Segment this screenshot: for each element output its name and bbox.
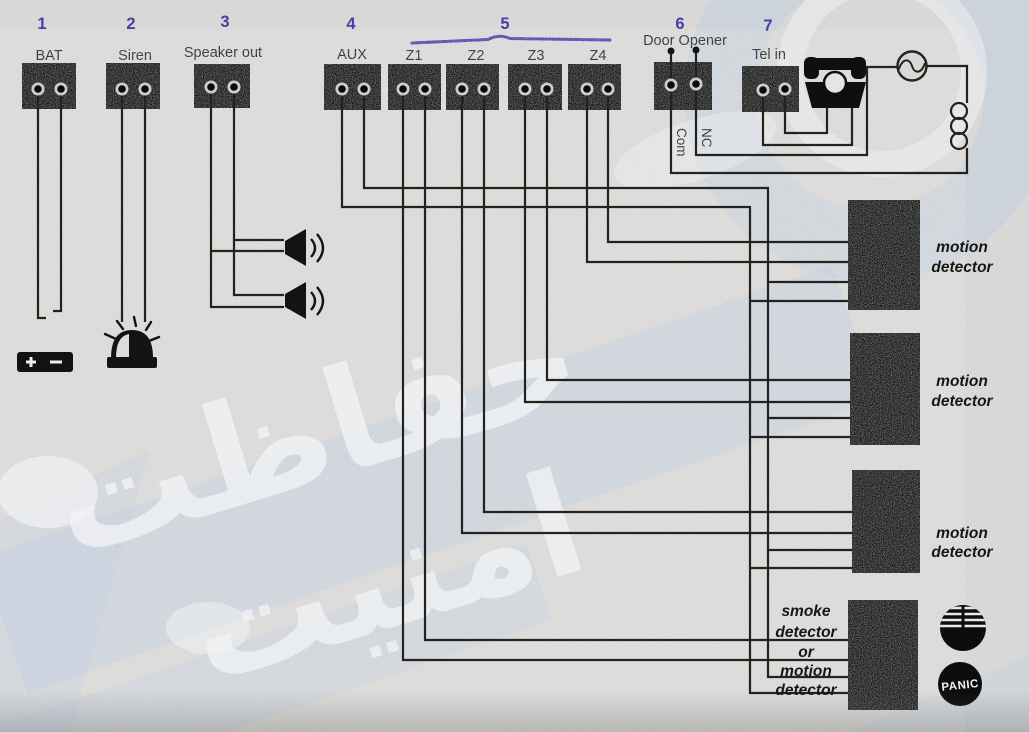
number-4: 4 (346, 15, 356, 33)
wire-z3-right (545, 89, 850, 382)
watermark-blob (166, 602, 250, 654)
smoke-detector-icon (940, 605, 986, 651)
number-1: 1 (37, 15, 46, 33)
label-z3: Z3 (528, 48, 545, 64)
wire-aux-left-bus (340, 89, 852, 695)
wire-com (669, 85, 969, 175)
terminal-screws (31, 46, 792, 97)
wire-z4-right (606, 89, 848, 244)
wire-line-to-coil (927, 64, 969, 103)
wire-nc (694, 65, 897, 157)
number-2: 2 (126, 15, 135, 33)
coil-loop (949, 131, 969, 151)
watermark-blue-band (0, 265, 879, 732)
number-7: 7 (763, 17, 772, 35)
wire-bat-left (36, 89, 46, 320)
label-speaker-out: Speaker out (184, 45, 262, 61)
motion-detector-2-label-line2: detector (931, 393, 993, 410)
wire-z3-left (523, 89, 850, 404)
wire-speaker-left (209, 87, 284, 309)
label-tel-in: Tel in (752, 47, 786, 63)
label-z4: Z4 (590, 48, 607, 64)
smoke-detector-label-line2: detector (775, 624, 837, 641)
watermark-blob (0, 456, 98, 528)
telephone-icon (804, 57, 866, 108)
number-6: 6 (675, 15, 684, 33)
motion-detector-2-label-line1: motion (936, 373, 988, 390)
ac-source-icon (896, 50, 928, 82)
number-5: 5 (500, 15, 509, 33)
label-z2: Z2 (468, 48, 485, 64)
label-nc: NC (699, 128, 714, 148)
smoke-detector-label-line3: or (798, 644, 814, 661)
motion-detector-3-label-line2: detector (931, 544, 993, 561)
number-3: 3 (220, 13, 229, 31)
siren-icon (103, 315, 161, 368)
wire-z1-right (423, 89, 848, 642)
wires (36, 50, 969, 695)
motion-detector-1-label-line2: detector (931, 259, 993, 276)
terminal-labels: BAT Siren Speaker out AUX Z1 Z2 Z3 Z4 Do… (35, 33, 785, 64)
speaker-icon-top (285, 229, 325, 266)
section-numbers: 1 2 3 4 5 6 7 (37, 13, 772, 35)
smoke-detector-label-line1: smoke (781, 603, 830, 620)
zones-bracket (410, 34, 612, 45)
label-bat: BAT (35, 48, 62, 64)
wire-z2-left (460, 89, 852, 535)
wire-z4-left (585, 89, 848, 264)
screw-centers (34, 46, 789, 94)
motion-detector-1-label-line1: motion (936, 239, 988, 256)
wire-tel-right (783, 89, 829, 135)
door-wire-dot-right (692, 46, 700, 54)
wire-aux-right-bus (362, 89, 852, 679)
wire-z1-left (401, 89, 848, 662)
label-aux: AUX (337, 47, 367, 63)
wire-tel-left (761, 90, 854, 147)
smoke-detector-label-line4: motion (780, 663, 832, 680)
label-z1: Z1 (406, 48, 423, 64)
label-door-opener: Door Opener (643, 33, 727, 49)
speaker-icon-bottom (285, 282, 325, 319)
screw-halos (31, 77, 792, 97)
panic-button-label: PANIC (941, 678, 979, 694)
wire-speaker-right (232, 87, 284, 297)
page-bottom-shadow (0, 690, 1029, 732)
door-wire-dot-left (667, 47, 675, 55)
battery-icon (17, 352, 73, 372)
wire-bat-right (53, 89, 63, 313)
label-siren: Siren (118, 48, 152, 64)
motion-detector-3-label-line1: motion (936, 525, 988, 542)
label-com: Com (674, 128, 689, 157)
wire-z2-right (482, 89, 852, 514)
